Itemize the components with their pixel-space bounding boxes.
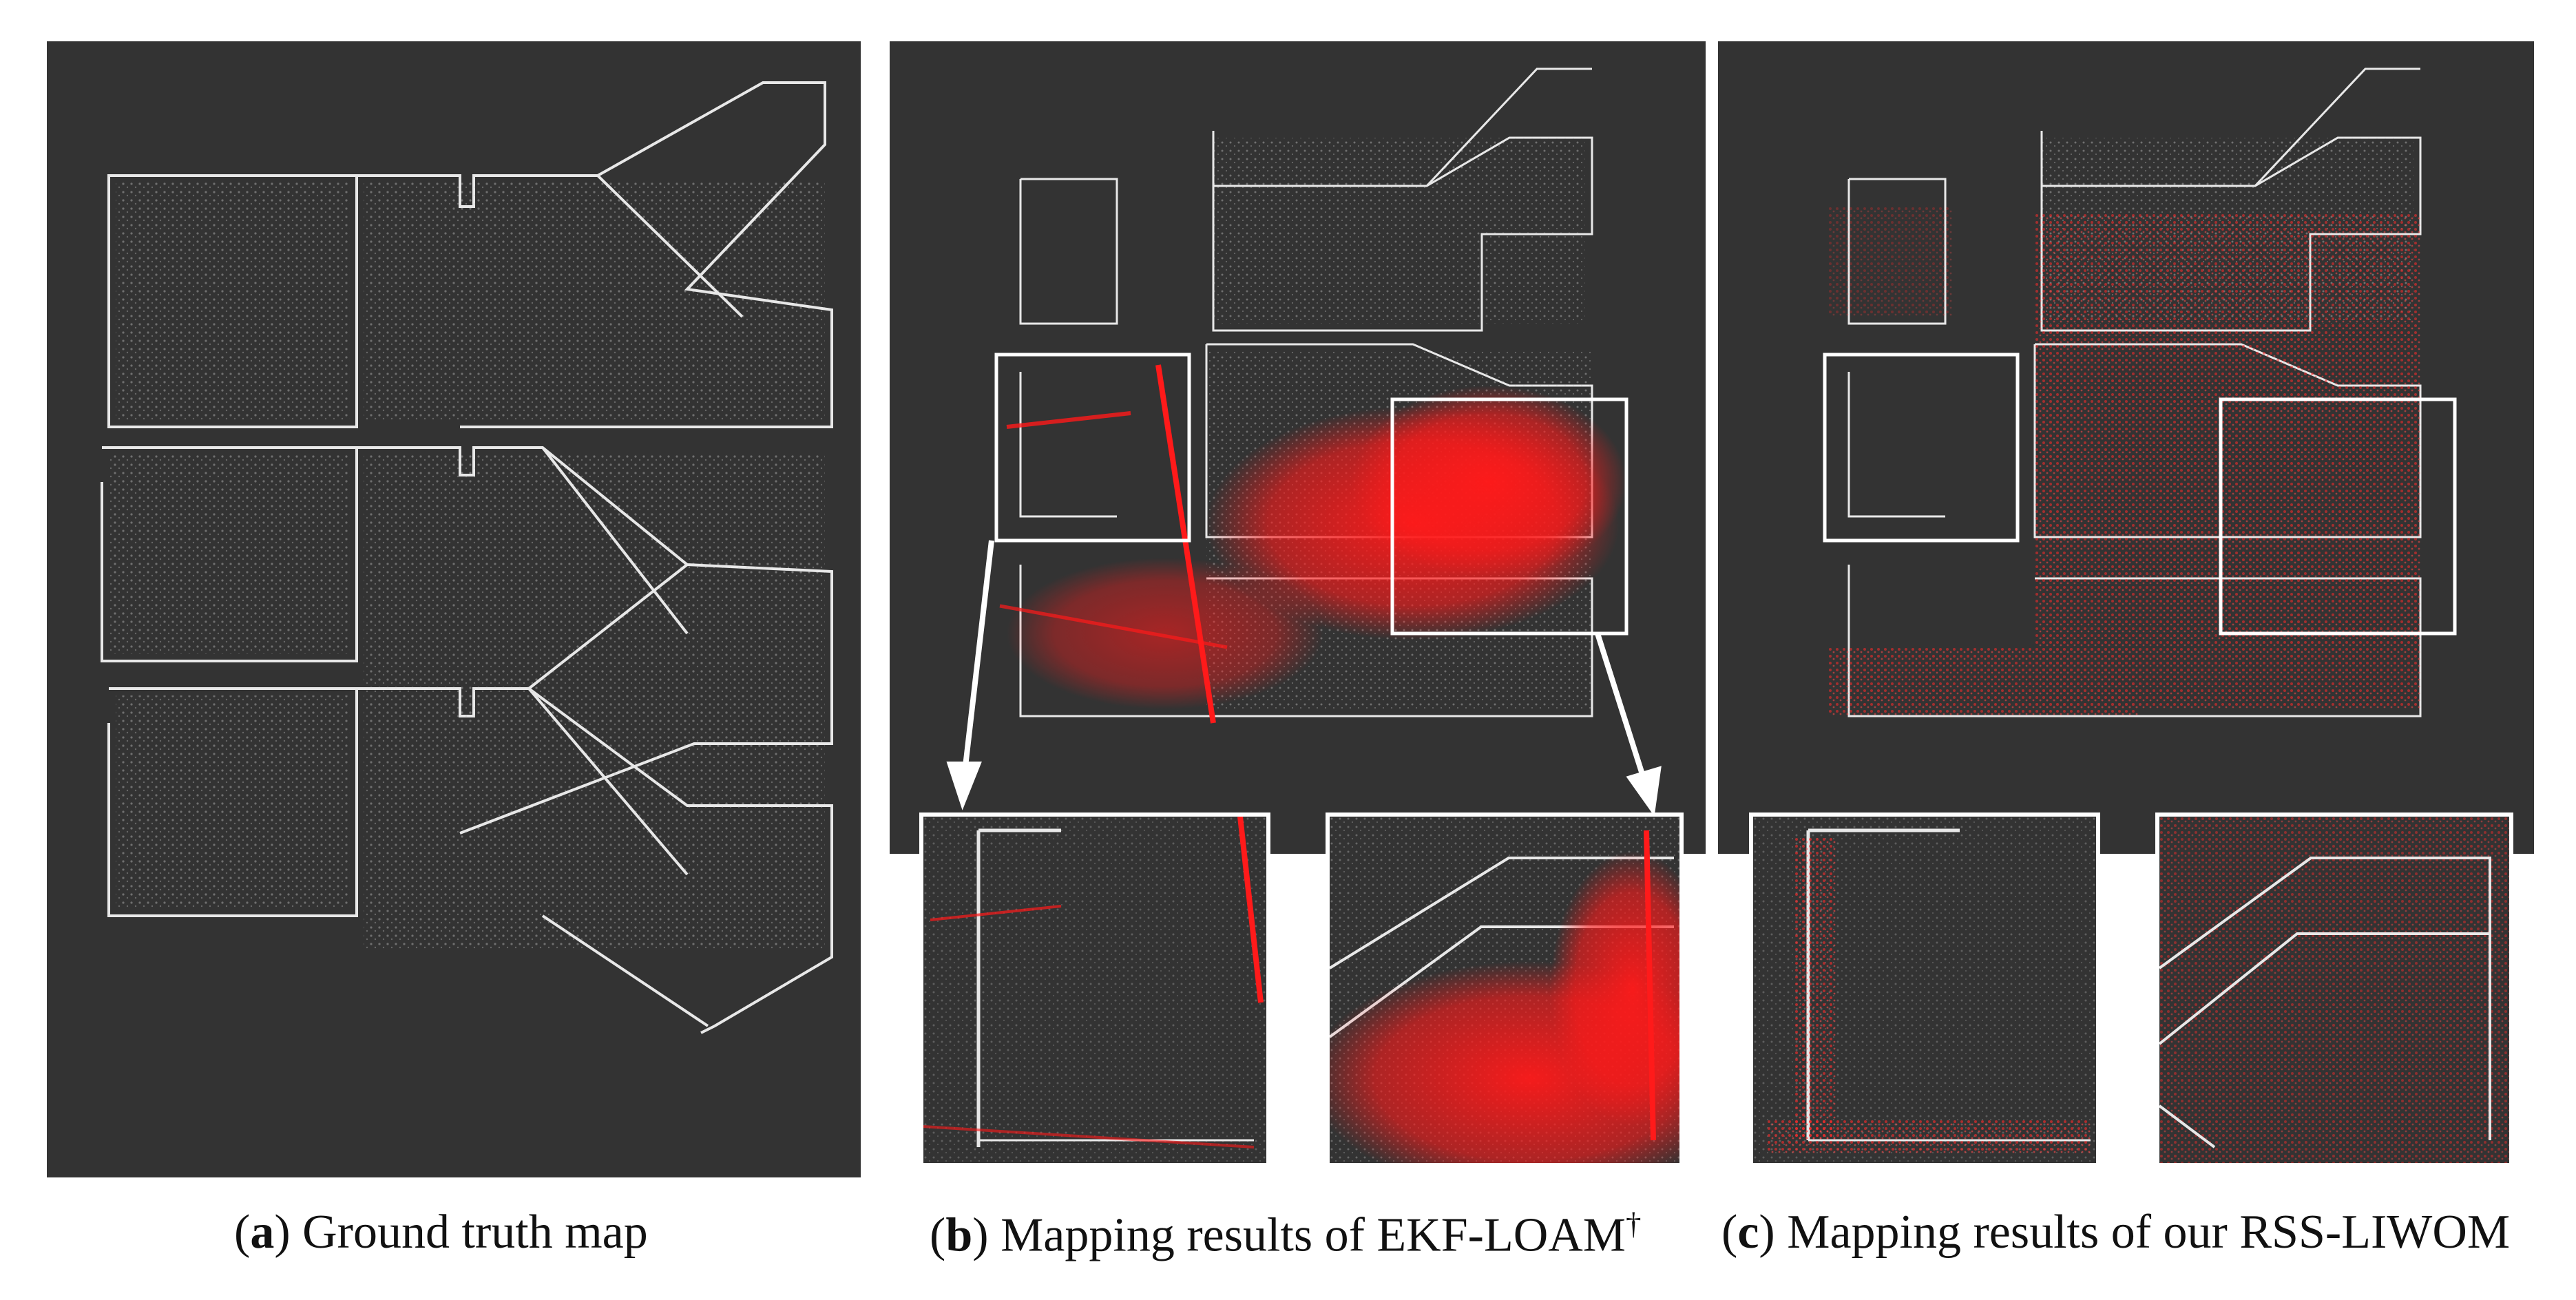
caption-b: (b) Mapping results of EKF-LOAM†	[930, 1206, 1642, 1262]
rss-liwom-inset-right	[2155, 813, 2513, 1167]
caption-a-letter: a	[250, 1206, 275, 1259]
floor-2-left	[101, 446, 358, 662]
caption-b-letter: b	[945, 1208, 973, 1262]
panel-rss-liwom	[1718, 41, 2534, 854]
drift-error-points	[999, 364, 1626, 724]
zoom-boxes	[994, 353, 1629, 636]
caption-c-text: Mapping results of our RSS-LIWOM	[1787, 1206, 2511, 1259]
point-cloud-texture	[109, 182, 825, 950]
rss-liwom-inset-left	[1749, 813, 2100, 1167]
ekf-loam-inset-left	[919, 813, 1270, 1167]
caption-a: (a) Ground truth map	[234, 1206, 648, 1259]
ekf-loam-map-svg	[994, 67, 1629, 724]
ground-truth-map-svg	[101, 81, 833, 1034]
caption-b-text: Mapping results of EKF-LOAM	[1001, 1208, 1626, 1262]
aligned-points-overlay	[1828, 207, 2420, 716]
floor-1-left	[107, 174, 358, 428]
caption-a-text: Ground truth map	[302, 1206, 648, 1259]
caption-c-letter: c	[1737, 1206, 1759, 1259]
caption-b-superscript: †	[1626, 1206, 1642, 1241]
rss-liwom-map-svg	[1823, 67, 2457, 717]
ekf-loam-inset-right	[1326, 813, 1684, 1167]
panel-ground-truth	[47, 41, 861, 1177]
caption-c: (c) Mapping results of our RSS-LIWOM	[1721, 1206, 2511, 1259]
zoom-boxes	[1823, 353, 2457, 636]
floor-3-left	[107, 687, 358, 917]
panel-ekf-loam	[890, 41, 1706, 854]
